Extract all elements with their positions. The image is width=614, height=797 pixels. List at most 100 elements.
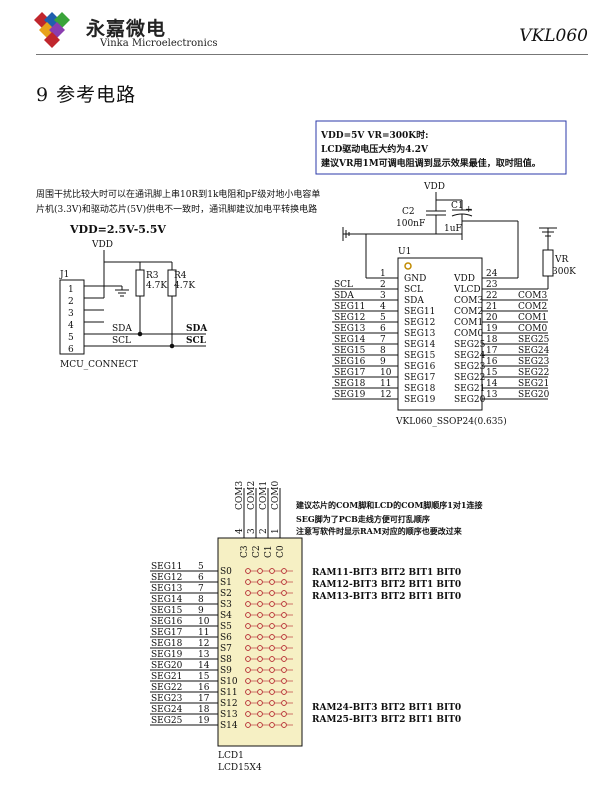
lcd-seg-net-label: SEG23: [151, 694, 183, 704]
lcd-pixel-dot: [245, 590, 251, 596]
lcd-seg-pin-number: 19: [198, 716, 210, 726]
lcd-pixel-dot: [281, 568, 287, 574]
lcd-seg-pin-number: 13: [198, 650, 210, 660]
mcu-sda-out: SDA: [186, 324, 208, 334]
j1-pin-number: 5: [68, 333, 74, 343]
ic-right-pin-number: 16: [486, 357, 498, 367]
lcd-note-2: SEG脚为了PCB走线方便可打乱顺序: [296, 514, 430, 524]
ic-right-net-label: SEG23: [518, 357, 550, 367]
u1-label: U1: [398, 247, 411, 257]
ic-right-pin-number: 24: [486, 269, 498, 279]
ic-left-pin-number: 10: [380, 368, 392, 378]
note-line-3: 建议VR用1M可调电阻调到显示效果最佳，取时阻值。: [321, 157, 541, 169]
ic-left-net-label: SEG14: [334, 335, 366, 345]
lcd-seg-net-label: SEG21: [151, 672, 182, 682]
ic-vdd-label: VDD: [423, 182, 445, 192]
lcd-pixel-dot: [257, 579, 263, 585]
j1-pin-number: 4: [68, 321, 74, 331]
ic-right-pin-name: VLCD: [453, 285, 481, 295]
lcd-com-pin-number: 2: [259, 528, 269, 534]
ic-right-pin-name: VDD: [453, 274, 475, 284]
lcd-pixel-dot: [281, 612, 287, 618]
ic-left-pin-name: SEG19: [404, 395, 436, 405]
ic-left-pin-name: SEG18: [404, 384, 436, 394]
lcd-com-net-label: COM2: [247, 481, 257, 510]
lcd-pixel-dot: [257, 700, 263, 706]
ic-left-pin-number: 9: [380, 357, 386, 367]
ic-left-pin-name: SEG15: [404, 351, 436, 361]
lcd-note-1: 建议芯片的COM脚和LCD的COM脚顺序1对1连接: [295, 500, 482, 510]
lcd-pixel-dot: [257, 568, 263, 574]
ic-right-pin-name: SEG20: [454, 395, 486, 405]
ic-left-net-label: SEG12: [334, 313, 365, 323]
note-line-2: LCD驱动电压大约为4.2V: [321, 143, 429, 155]
lcd-pixel-dot: [281, 722, 287, 728]
lcd-pixel-dot: [257, 722, 263, 728]
lcd-seg-label: S12: [220, 699, 238, 709]
mcu-sda-in: SDA: [112, 324, 132, 334]
header-divider: [36, 54, 588, 55]
lcd-com-pin-number: 3: [247, 528, 257, 534]
j1-pin-number: 3: [68, 309, 74, 319]
u1-chip-body: [397, 257, 483, 411]
lcd-seg-pin-number: 6: [198, 573, 204, 583]
ic-right-pin-name: SEG24: [454, 351, 486, 361]
lcd-pixel-dot: [245, 568, 251, 574]
mcu-scl-out: SCL: [186, 336, 207, 346]
ram-line-12: RAM12-BIT3 BIT2 BIT1 BIT0: [312, 580, 461, 590]
ic-right-net-label: COM3: [518, 291, 547, 301]
lcd-seg-net-label: SEG16: [151, 617, 183, 627]
lcd-pixel-dot: [269, 634, 275, 640]
ic-right-pin-name: COM3: [454, 296, 483, 306]
lcd-pixel-dot: [269, 590, 275, 596]
model-number: VKL060: [519, 26, 588, 46]
ic-right-net-label: COM0: [518, 324, 547, 334]
ram-line-11: RAM11-BIT3 BIT2 BIT1 BIT0: [312, 568, 461, 578]
lcd-seg-pin-number: 17: [198, 694, 210, 704]
lcd-seg-label: S13: [220, 710, 238, 720]
lcd-pixel-dot: [245, 601, 251, 607]
lcd-pixel-dot: [281, 667, 287, 673]
vr-label: VR: [554, 255, 568, 265]
lcd-seg-net-label: SEG24: [151, 705, 183, 715]
lcd-pixel-dot: [269, 656, 275, 662]
ic-left-net-label: SEG13: [334, 324, 366, 334]
lcd-seg-label: S10: [220, 677, 238, 687]
lcd-pixel-dot: [269, 678, 275, 684]
r4-value: 4.7K: [174, 281, 195, 291]
ic-left-pin-number: 11: [380, 379, 391, 389]
j1-connector-body: [59, 279, 85, 355]
lcd-seg-label: S14: [220, 721, 238, 731]
lcd-com-pin-number: 4: [235, 528, 245, 534]
u1-part-number: VKL060_SSOP24(0.635): [395, 416, 507, 427]
mcu-note-line-1: 周围干扰比较大时可以在通讯脚上串10R到1k电阻和pF级对地小电容单: [36, 188, 320, 200]
lcd-pixel-dot: [245, 645, 251, 651]
lcd-seg-label: S9: [220, 666, 232, 676]
lcd-pixel-dot: [269, 722, 275, 728]
note-box: [315, 120, 567, 175]
lcd-seg-net-label: SEG13: [151, 584, 183, 594]
lcd-pixel-dot: [245, 689, 251, 695]
lcd-pixel-dot: [281, 590, 287, 596]
lcd-seg-net-label: SEG25: [151, 716, 183, 726]
ic-right-net-label: COM1: [518, 313, 547, 323]
lcd-pixel-dot: [245, 722, 251, 728]
lcd-seg-net-label: SEG18: [151, 639, 183, 649]
lcd-seg-net-label: SEG14: [151, 595, 183, 605]
lcd-pixel-dot: [245, 656, 251, 662]
ic-right-pin-number: 22: [486, 291, 497, 301]
ic-left-pin-name: SEG14: [404, 340, 436, 350]
c1-value: 1uF: [444, 224, 462, 234]
lcd-com-label: C3: [240, 545, 250, 558]
lcd-pixel-dot: [281, 579, 287, 585]
r3-value: 4.7K: [146, 281, 167, 291]
lcd-seg-pin-number: 11: [198, 628, 209, 638]
ic-left-pin-name: SDA: [404, 296, 424, 306]
r3-label: R3: [146, 271, 159, 281]
lcd-seg-label: S3: [220, 600, 232, 610]
ram-line-24: RAM24-BIT3 BIT2 BIT1 BIT0: [312, 703, 461, 713]
ic-left-pin-name: SCL: [404, 285, 423, 295]
lcd-seg-net-label: SEG19: [151, 650, 183, 660]
lcd-pixel-dot: [257, 678, 263, 684]
